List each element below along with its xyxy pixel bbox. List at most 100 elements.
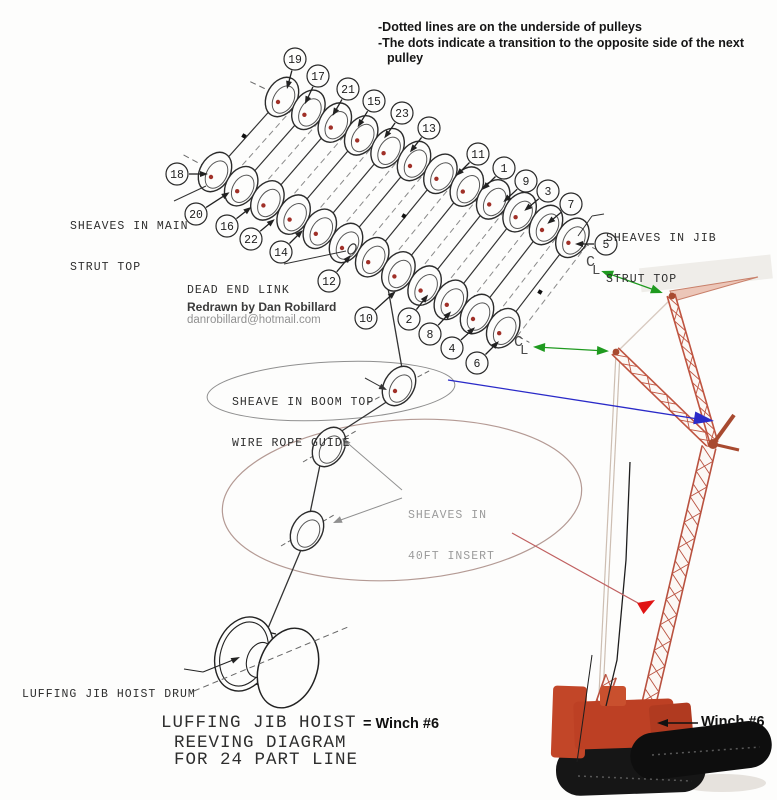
main-boom-lattice xyxy=(647,675,660,693)
callout-arrow-head xyxy=(200,171,208,177)
pendant-line xyxy=(601,352,621,715)
green-arrow-jib-strut-head xyxy=(650,284,663,294)
leader-drum-head xyxy=(230,657,240,664)
callout-arrow-head xyxy=(266,219,275,227)
callout-number: 3 xyxy=(545,186,552,199)
insert-sheave-axle xyxy=(302,430,357,463)
main-boom-lattice xyxy=(671,573,684,590)
jib-strut-sheave-groove xyxy=(403,149,428,178)
callout-number: 15 xyxy=(367,96,381,109)
transition-dot-red xyxy=(392,388,398,394)
callout-circle xyxy=(239,227,263,251)
jib-strut-lattice xyxy=(667,293,718,445)
callout-arrow-head xyxy=(456,168,464,176)
transition-dot-red xyxy=(470,316,476,322)
pulley-notes: -Dotted lines are on the underside of pu… xyxy=(378,20,744,67)
leader-insert xyxy=(343,439,403,491)
main-strut-lattice xyxy=(669,410,687,415)
callout-circle xyxy=(362,89,386,113)
main-strut-lattice xyxy=(646,375,652,392)
guide-ellipses xyxy=(206,360,583,582)
transition-dot-red xyxy=(497,331,502,336)
red-arrow-head xyxy=(637,600,655,615)
insert-sheave-2-groove xyxy=(296,519,321,548)
rope-underside-dashed xyxy=(333,155,402,238)
jib-strut-lattice xyxy=(666,295,679,307)
jib-strut-sheave-groove xyxy=(377,136,401,165)
callout-number: 2 xyxy=(406,314,413,327)
main-strut-pin xyxy=(612,348,620,356)
callout-arrow-head xyxy=(343,254,351,264)
callout-circle xyxy=(492,156,516,180)
main-boom-lattice xyxy=(652,448,717,718)
callout-number: 4 xyxy=(449,343,456,356)
callout-number: 9 xyxy=(523,176,530,189)
main-strut-lattice xyxy=(689,428,706,433)
callout-circle xyxy=(283,47,307,71)
callout-circle xyxy=(390,101,414,125)
main-strut-lattice xyxy=(631,372,648,377)
transition-dot-red xyxy=(392,274,397,279)
rope-insert-to-insert xyxy=(308,459,322,519)
callout-number: 7 xyxy=(568,199,575,212)
jib-strut-lattice xyxy=(695,394,708,406)
callout-circle xyxy=(317,269,341,293)
label-line: SHEAVES IN MAIN xyxy=(70,220,189,233)
rope-guide-to-insert xyxy=(333,398,392,437)
callout-circle xyxy=(514,169,538,193)
transition-dot-red xyxy=(366,260,371,265)
boom-top-plate xyxy=(711,413,736,446)
transition-dot-red xyxy=(566,240,571,245)
callout-number: 21 xyxy=(341,84,355,97)
leader-jib-strut xyxy=(577,215,593,237)
jib-strut-lattice xyxy=(673,306,679,321)
callout-arrow-head xyxy=(443,311,452,320)
callout-number: 20 xyxy=(189,209,203,222)
main-strut-lattice xyxy=(627,357,632,374)
centerline-symbol-main: C L xyxy=(514,334,536,362)
transition-dot-red xyxy=(275,99,281,105)
track-tread xyxy=(577,775,693,782)
label-boom-top-guide: SHEAVE IN BOOM TOP WIRE ROPE GUIDE xyxy=(232,369,374,477)
color-annotations xyxy=(447,270,714,727)
title-line-1: LUFFING JIB HOIST xyxy=(161,713,357,733)
rope-underside-dashed xyxy=(228,104,297,181)
callout-number: 12 xyxy=(322,276,336,289)
main-strut-sheave-groove xyxy=(204,160,229,189)
jib-strut-sheave-groove xyxy=(509,200,533,229)
rope-underside-dashed xyxy=(359,168,429,252)
main-strut-sheave-groove xyxy=(230,174,255,203)
transition-dot-red xyxy=(328,125,333,130)
label-line: SHEAVE IN BOOM TOP xyxy=(232,396,375,409)
transition-dot xyxy=(401,213,407,219)
note-line: -The dots indicate a transition to the o… xyxy=(378,35,744,50)
main-boom-lattice xyxy=(677,547,690,565)
main-strut-sheave-groove xyxy=(388,259,412,289)
label-sheaves-jib-strut: SHEAVES IN JIB STRUT TOP xyxy=(606,205,717,313)
callout-arrow-head xyxy=(491,341,499,349)
boom-top-guide-sheave-groove xyxy=(388,374,413,403)
main-strut-sheave-groove xyxy=(309,217,334,246)
callout-arrow-head xyxy=(524,203,533,211)
callout-circle xyxy=(466,142,490,166)
jib-strut-sheave-groove xyxy=(271,85,296,114)
transition-dot-red xyxy=(339,245,345,251)
main-boom-lattice xyxy=(677,537,696,549)
crane-photo xyxy=(550,254,773,796)
jib-strut-lattice xyxy=(688,369,701,381)
leader-insert-head xyxy=(333,516,343,523)
leader-insert xyxy=(334,497,403,523)
callout-arrow-head xyxy=(387,291,396,299)
centerline-c: C xyxy=(586,254,596,271)
red-arrow-40ft-insert xyxy=(511,532,639,604)
track-tread xyxy=(651,746,761,756)
callout-circle xyxy=(594,232,618,256)
main-boom-lattice xyxy=(647,665,666,677)
callout-arrow-head xyxy=(221,192,230,200)
label-winch-6: Winch #6 xyxy=(701,714,765,730)
boom-top-pin xyxy=(708,439,718,449)
callout-arrow-head xyxy=(420,294,429,303)
photo-artifact xyxy=(639,254,773,293)
